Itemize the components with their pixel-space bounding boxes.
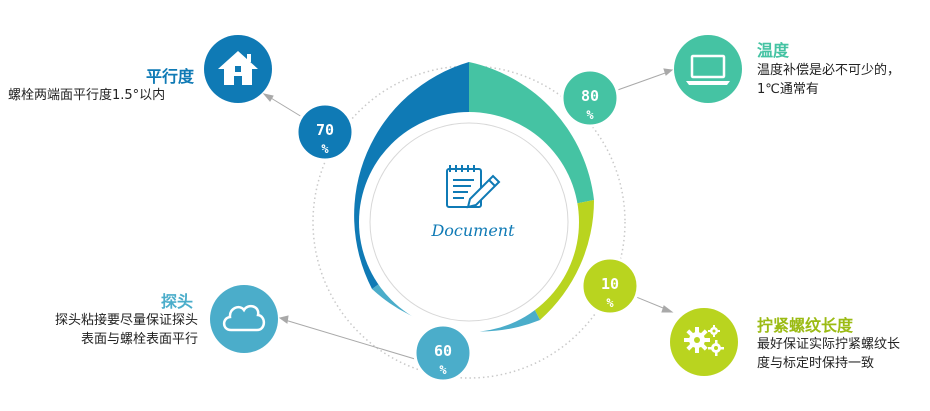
- connector-parallelism: [265, 94, 308, 121]
- badge-label: 70%: [316, 121, 334, 156]
- laptop-icon-circle: [674, 35, 742, 103]
- connector-thread-length-arrow: [661, 305, 674, 313]
- badge-label: 80%: [581, 87, 599, 122]
- house-icon: [218, 51, 258, 85]
- badge-circle: [295, 102, 355, 162]
- badge-circle: [413, 323, 473, 383]
- thread-length-title: 拧紧螺纹长度: [757, 316, 854, 335]
- thread-length-desc-line-2: 度与标定时保持一致: [757, 356, 875, 371]
- parallelism-title: 平行度: [146, 67, 195, 86]
- temperature-desc-line-2: 1℃通常有: [757, 82, 819, 97]
- badge-thread-length: 10%: [580, 256, 640, 316]
- badge-circle: [580, 256, 640, 316]
- badge-temperature: 80%: [560, 68, 620, 128]
- badge-probe: 60%: [413, 323, 473, 383]
- badge-parallelism: 70%: [295, 102, 355, 162]
- probe-desc-line-2: 表面与螺栓表面平行: [80, 332, 198, 347]
- badge-label: 60%: [434, 342, 452, 377]
- connector-temperature: [611, 71, 669, 93]
- connector-temperature-arrow: [663, 68, 674, 76]
- gears-icon-circle: [670, 308, 738, 376]
- inner-disk: [359, 112, 579, 332]
- cloud-icon: [222, 304, 266, 332]
- laptop-icon: [686, 54, 730, 85]
- connector-probe: [284, 319, 426, 363]
- probe-desc-line-1: 探头粘接要尽量保证探头: [54, 313, 198, 328]
- house-icon-circle: [204, 35, 272, 103]
- connector-probe-arrow: [278, 315, 289, 324]
- thread-length-desc-line-1: 最好保证实际拧紧螺纹长: [757, 337, 901, 352]
- connector-parallelism-arrow: [262, 93, 274, 102]
- temperature-desc-line-1: 温度补偿是必不可少的，: [757, 63, 901, 78]
- temperature-title: 温度: [757, 41, 790, 60]
- center-label: Document: [430, 221, 515, 240]
- badge-circle: [560, 68, 620, 128]
- badge-label: 10%: [601, 275, 619, 310]
- cloud-icon-circle: [210, 285, 278, 353]
- inner-ring: [369, 122, 569, 322]
- gears-icon: [684, 325, 724, 356]
- document-pen-icon: [446, 165, 501, 209]
- parallelism-desc-line-1: 螺栓两端面平行度1.5°以内: [8, 88, 166, 103]
- parallelism-desc: 螺栓两端面平行度1.5°以内: [8, 86, 165, 105]
- probe-desc: 探头粘接要尽量保证探头 表面与螺栓表面平行: [55, 311, 198, 349]
- probe-title: 探头: [161, 292, 194, 311]
- thread-length-desc: 最好保证实际拧紧螺纹长 度与标定时保持一致: [757, 335, 900, 373]
- temperature-desc: 温度补偿是必不可少的， 1℃通常有: [757, 61, 900, 99]
